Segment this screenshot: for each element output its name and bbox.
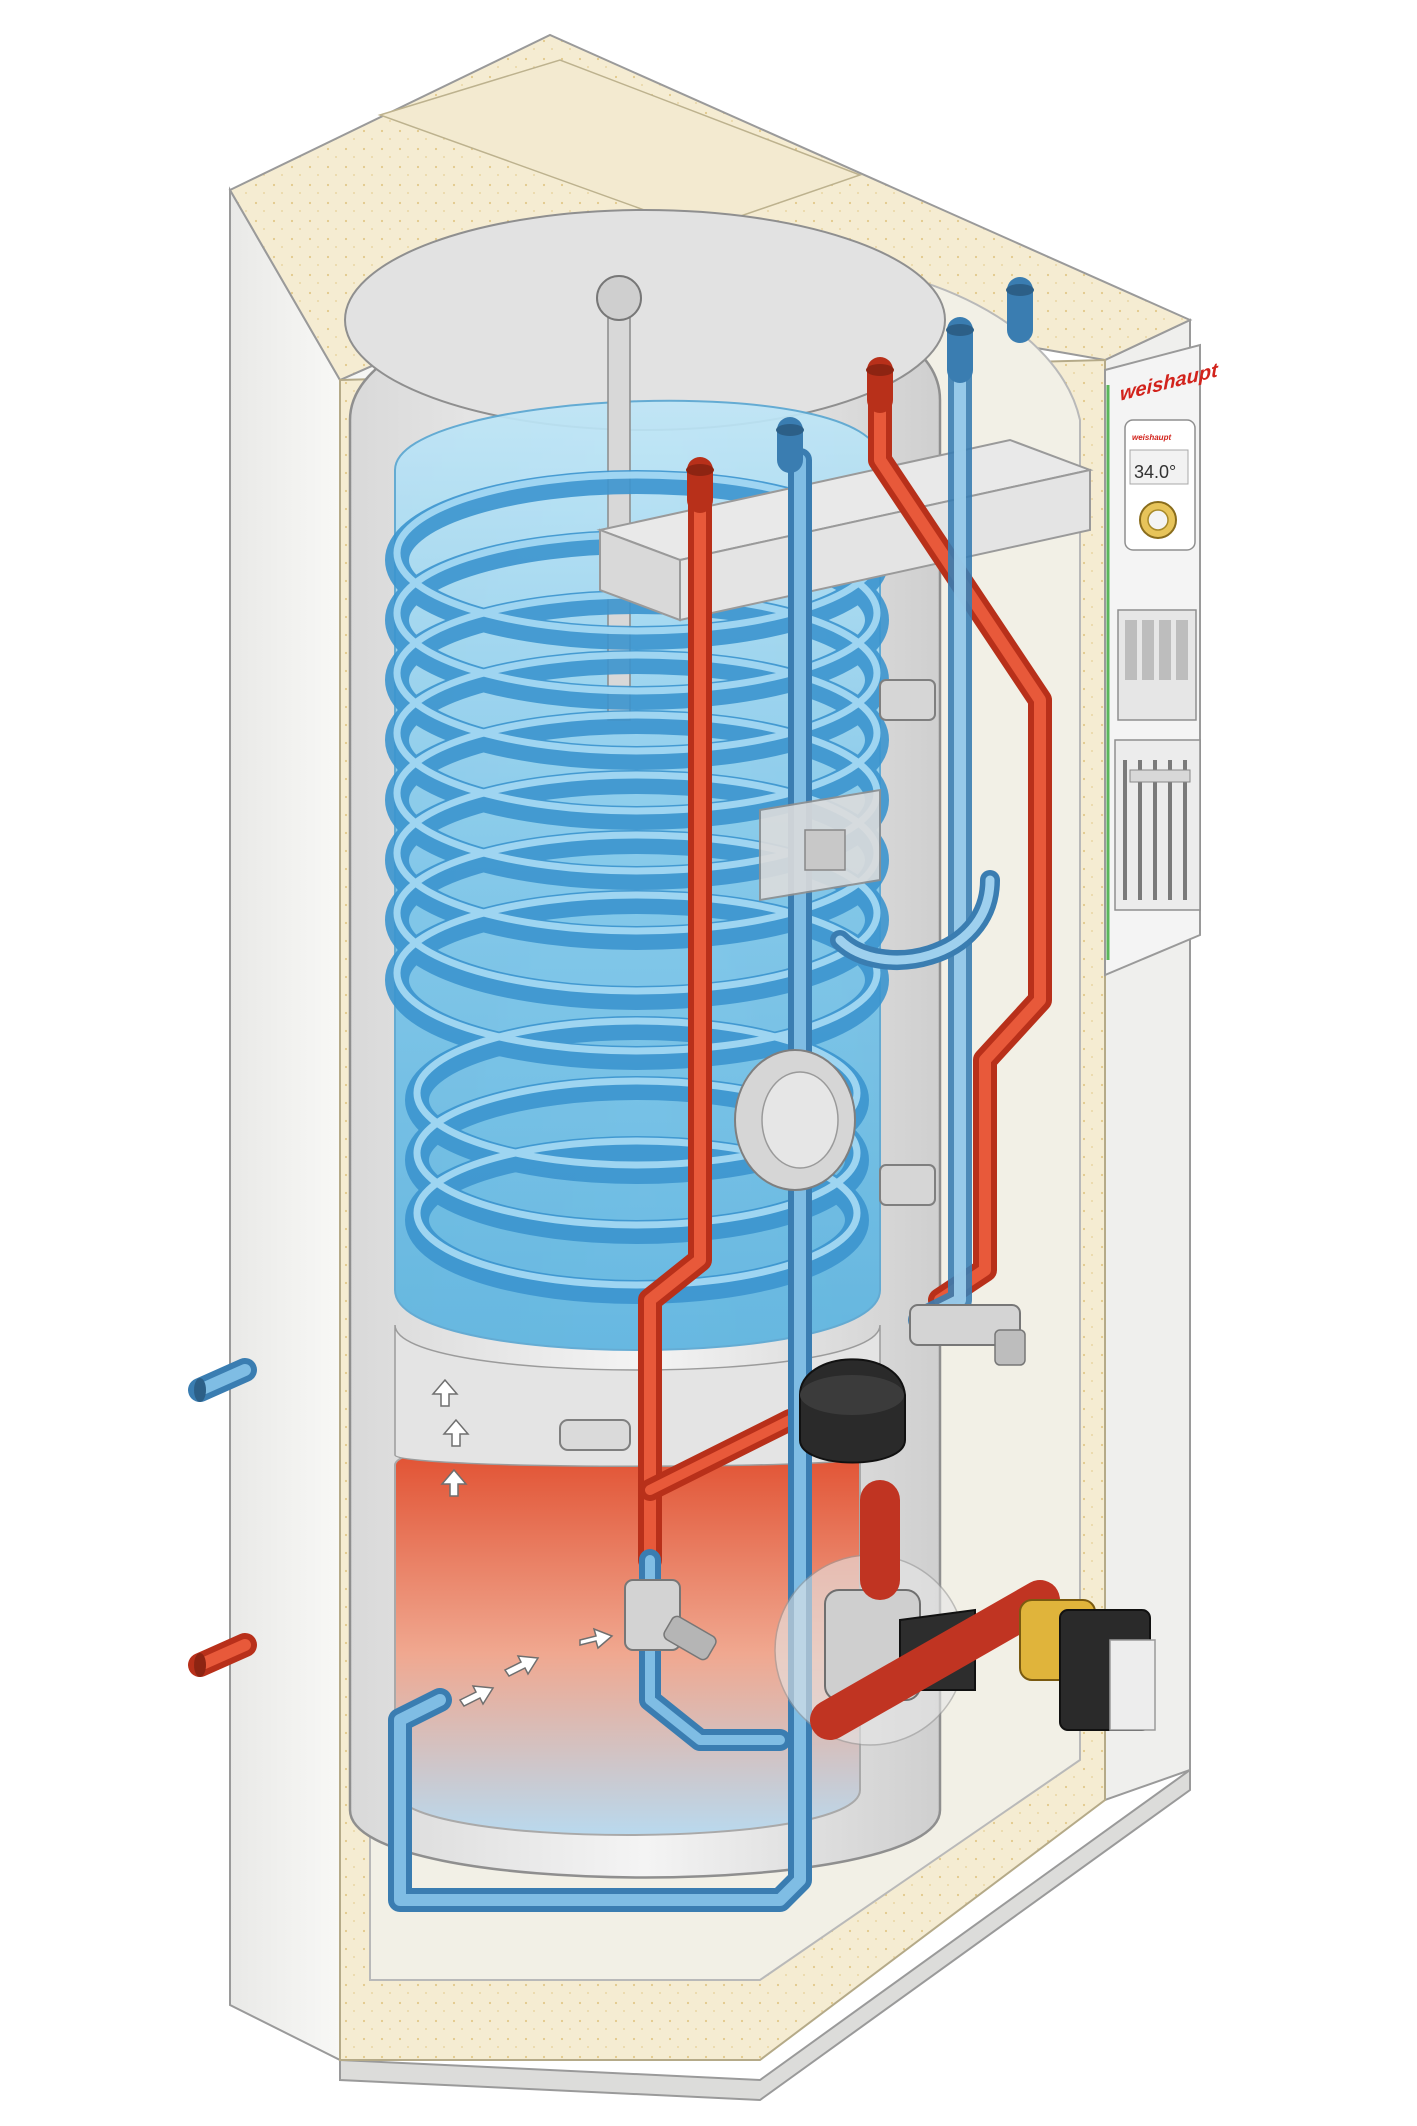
top-lid-panel [377, 59, 863, 231]
arrow-up-2 [442, 1418, 470, 1447]
sensor-disc [734, 1049, 856, 1191]
safety-valve [624, 1579, 717, 1661]
tank-top-dome [344, 209, 946, 431]
junction-box [759, 788, 881, 902]
flow-arrows [431, 1378, 614, 1707]
electronics-board [1117, 609, 1197, 721]
casing-left-face [229, 186, 341, 2062]
wiring-terminals [1114, 739, 1201, 911]
arrow-right-3 [579, 1627, 614, 1650]
display-unit: weishaupt 34.0° [1124, 419, 1196, 551]
sensor-well-left [559, 1419, 631, 1451]
circulation-pump-motor [799, 1358, 906, 1464]
arrow-up-3 [440, 1468, 468, 1497]
heat-exchanger-coil [385, 470, 889, 1304]
anode-cap [596, 275, 642, 321]
control-panel: weishaupt weishaupt 34.0° [1104, 343, 1219, 977]
arrow-right-2 [503, 1655, 540, 1677]
display-screen [1129, 449, 1189, 485]
tank-fitting-upper [879, 679, 936, 721]
tank-fitting-lower [879, 1164, 936, 1206]
pipe-ends [194, 284, 1034, 1677]
temperature-readout: 34.0° [1134, 462, 1176, 482]
display-brand: weishaupt [1132, 433, 1171, 442]
casing-base [339, 1768, 1191, 2102]
components [559, 679, 1156, 1746]
pump-hot-elbow [810, 1480, 1060, 1740]
arrow-up-1 [431, 1378, 459, 1407]
arrow-right-1 [458, 1685, 495, 1707]
flow-meter [1019, 1599, 1156, 1731]
mixing-valve [909, 1304, 1026, 1366]
